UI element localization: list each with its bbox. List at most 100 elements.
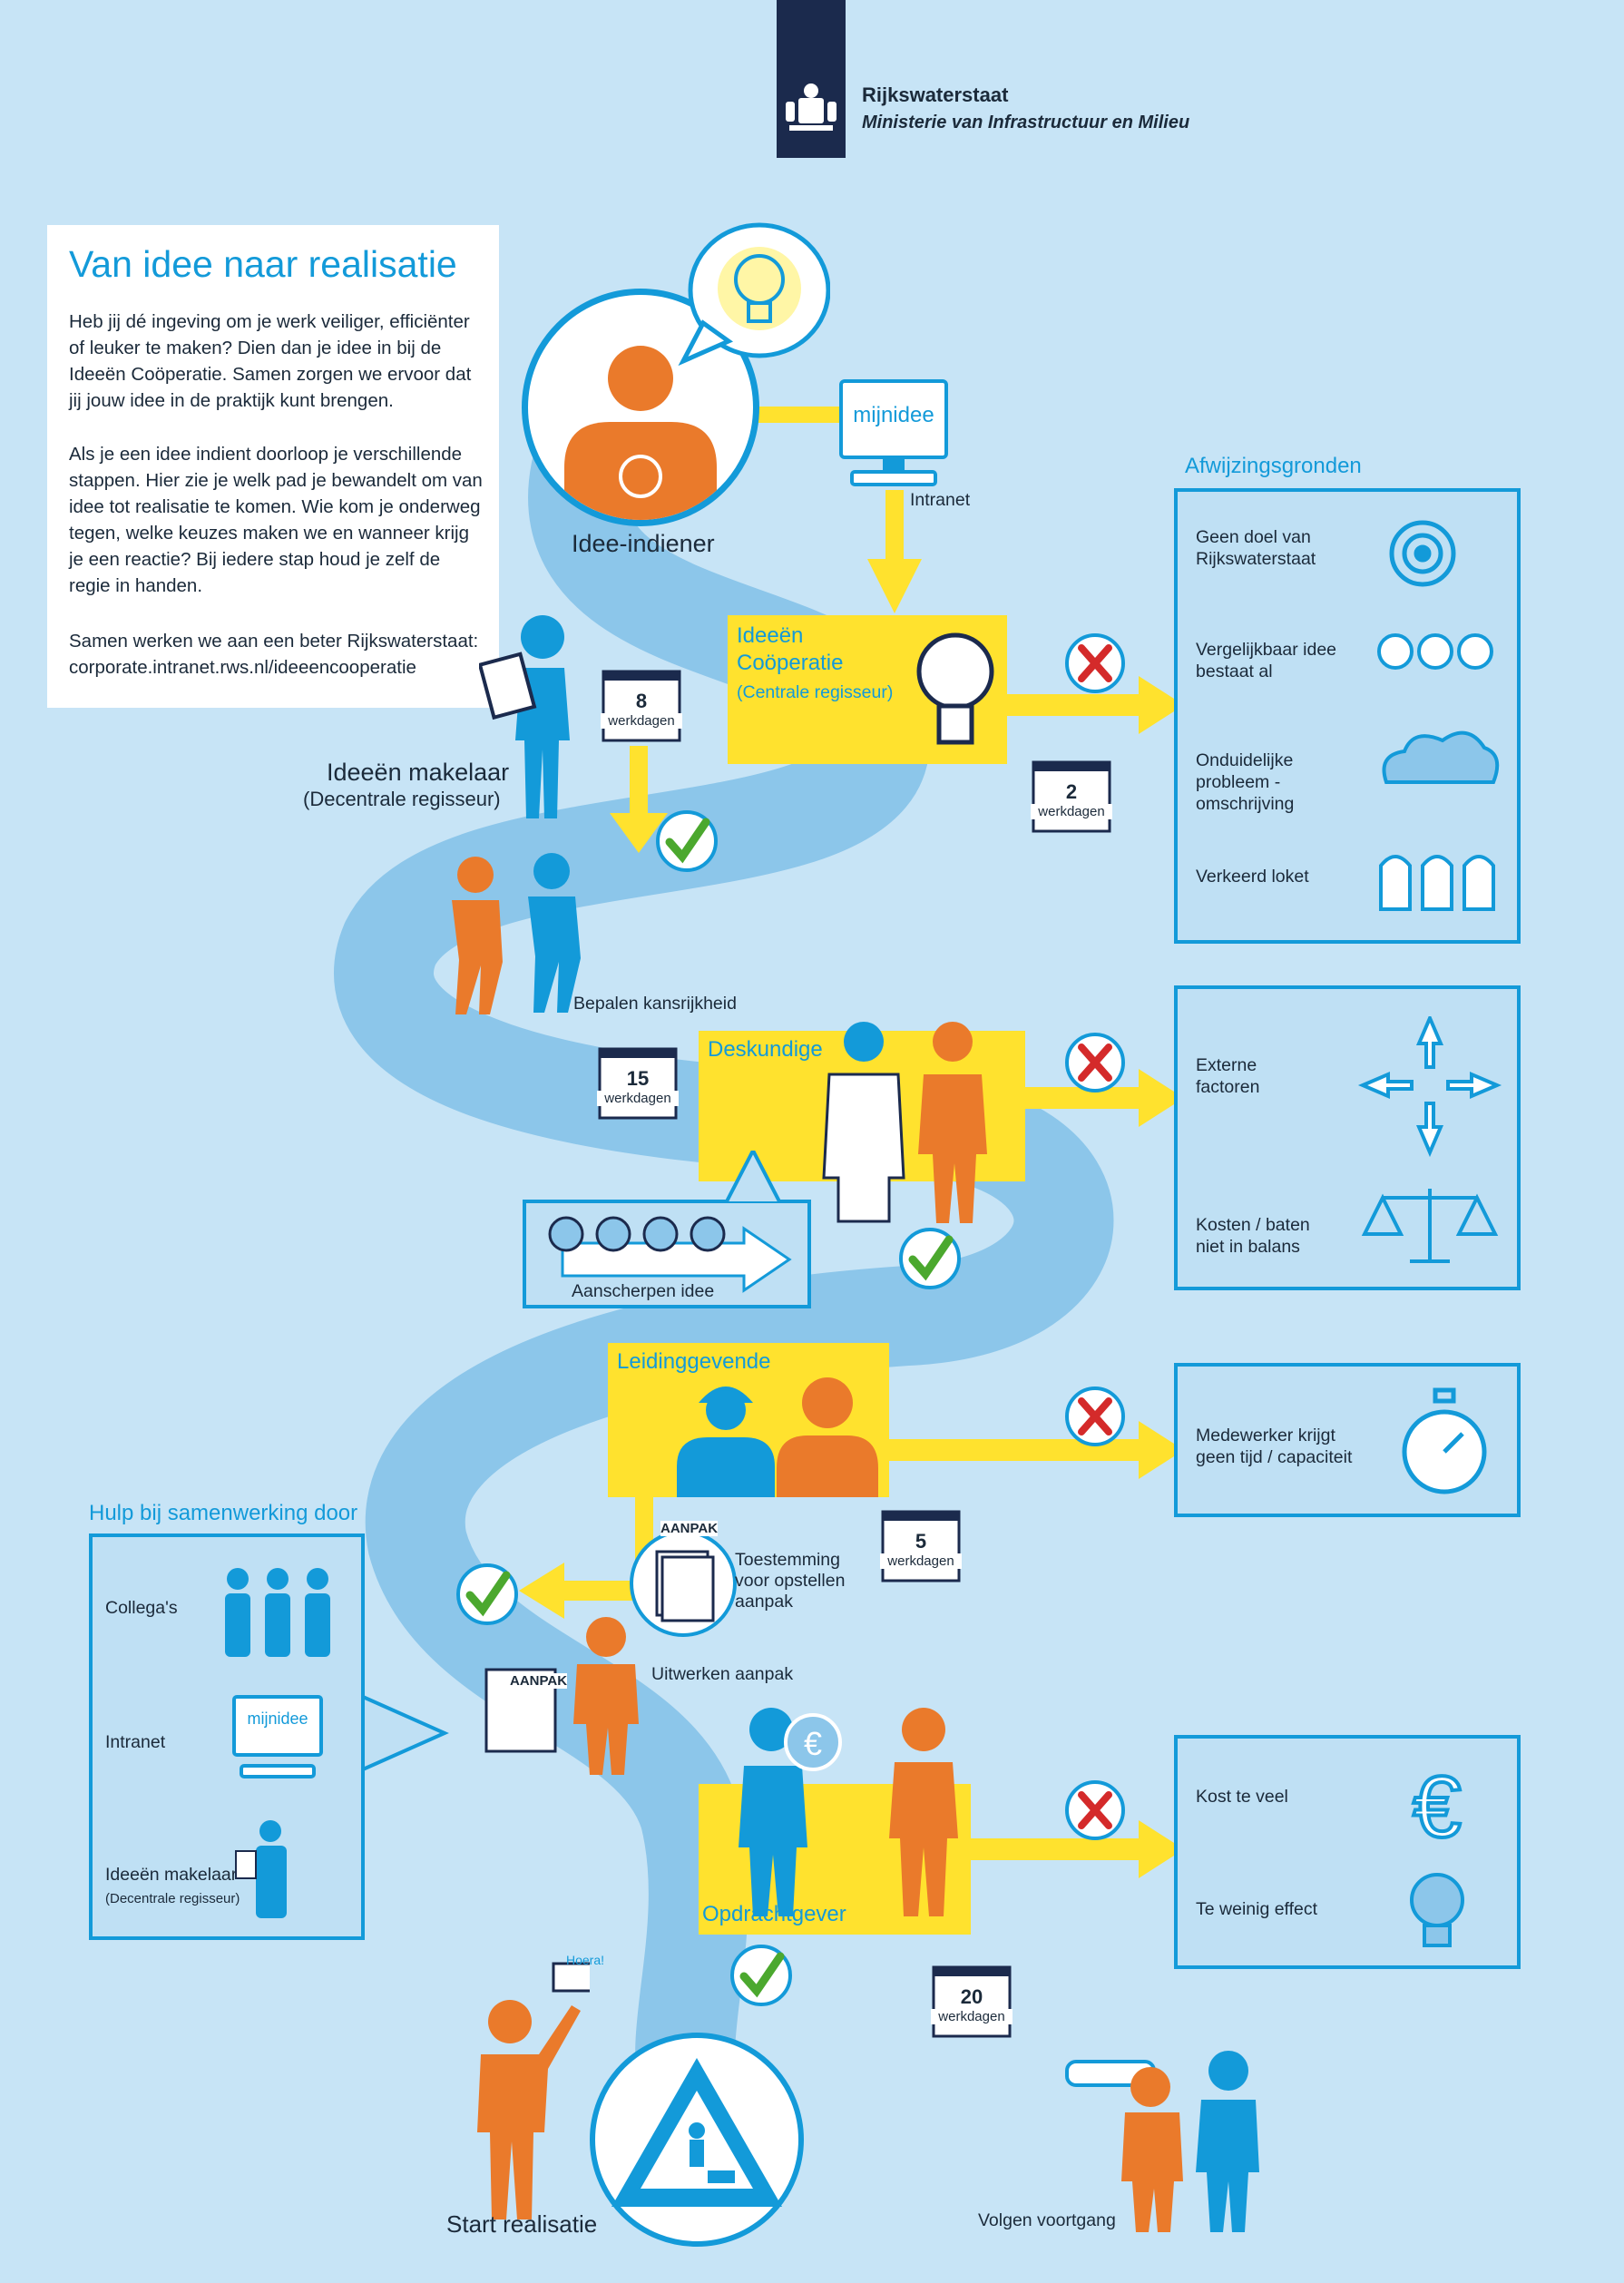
dim-lightbulb-icon bbox=[1410, 1873, 1464, 1947]
uitwerken-figures bbox=[483, 1615, 646, 1778]
leiding-afwijzing-panel: Medewerker krijgt geen tijd / capaciteit bbox=[1174, 1363, 1521, 1517]
calendar-icon-1: 8 werkdagen bbox=[601, 666, 682, 742]
opdrachtgever-title: Opdrachtgever bbox=[702, 1902, 846, 1926]
calendar-icon-3: 15 werkdagen bbox=[597, 1044, 679, 1120]
cloud-icon bbox=[1382, 730, 1500, 784]
idea-speech-bubble bbox=[676, 216, 831, 370]
clipboard-icon bbox=[477, 652, 537, 720]
afwijzing-item-3: Onduidelijke probleem - omschrijving bbox=[1196, 750, 1295, 814]
euro-icon: € bbox=[1413, 1759, 1461, 1856]
coat-of-arms-icon bbox=[786, 83, 836, 131]
mijnidee-label: mijnidee bbox=[853, 403, 934, 427]
opdrachtgever-figures: € bbox=[735, 1702, 971, 1920]
opdracht-reason-2: Te weinig effect bbox=[1196, 1899, 1318, 1919]
aanscherpen-label: Aanscherpen idee bbox=[572, 1281, 715, 1301]
check-icon bbox=[456, 1563, 518, 1625]
worker-icon bbox=[689, 2122, 735, 2183]
calendar-3-days: 15 bbox=[626, 1067, 650, 1090]
intro-title: Van idee naar realisatie bbox=[69, 243, 457, 285]
org-name: Rijkswaterstaat bbox=[862, 83, 1009, 106]
ideeen-cooperatie-title: Ideeën Coöperatie bbox=[737, 623, 844, 675]
deskundige-figures bbox=[817, 1018, 998, 1227]
afwijzing-panel: Geen doel van Rijkswaterstaat Vergelijkb… bbox=[1174, 488, 1521, 944]
calendar-5-unit: werkdagen bbox=[931, 2009, 1013, 2024]
toestemming-label: Toestemming voor opstellen aanpak bbox=[735, 1550, 846, 1612]
ideeen-makelaar-figure bbox=[477, 613, 588, 822]
lightbulb-icon bbox=[619, 455, 662, 498]
stopwatch-icon bbox=[1402, 1387, 1487, 1494]
scales-icon bbox=[1361, 1189, 1499, 1263]
check-icon bbox=[899, 1228, 961, 1289]
uitwerken-label: Uitwerken aanpak bbox=[651, 1664, 794, 1684]
svg-text:€: € bbox=[804, 1725, 822, 1762]
bubble-pointer bbox=[726, 1151, 780, 1203]
aanscherpen-idee-panel bbox=[523, 1200, 811, 1308]
cross-icon bbox=[1065, 633, 1125, 693]
kansrijkheid-figures bbox=[439, 853, 584, 1016]
calendar-4-unit: werkdagen bbox=[880, 1553, 962, 1569]
opdracht-reason-1: Kost te veel bbox=[1196, 1787, 1288, 1807]
afwijzing-item-2: Vergelijkbaar idee bestaat al bbox=[1196, 640, 1337, 681]
check-icon bbox=[656, 810, 718, 872]
aanpak-tag: AANPAK bbox=[660, 1521, 719, 1536]
leidinggevende-figures bbox=[671, 1367, 889, 1497]
afwijzing-item-1: Geen doel van Rijkswaterstaat bbox=[1196, 527, 1316, 569]
euro-coin-icon: € bbox=[784, 1713, 842, 1771]
intranet-label: Intranet bbox=[910, 490, 971, 510]
calendar-2-unit: werkdagen bbox=[1031, 804, 1112, 819]
lightbulb-icon bbox=[913, 628, 998, 755]
intro-paragraph-1: Heb jij dé ingeving om je werk veiliger,… bbox=[69, 311, 472, 411]
lightbulb-row-icon bbox=[548, 1216, 726, 1252]
header-logo-block bbox=[777, 0, 846, 158]
target-icon bbox=[1389, 520, 1456, 587]
colleagues-icon bbox=[225, 1568, 330, 1657]
calendar-1-unit: werkdagen bbox=[601, 713, 682, 729]
celebrating-person bbox=[454, 1951, 604, 2223]
hulp-item-makelaar-sub: (Decentrale regisseur) bbox=[105, 1891, 240, 1906]
ministry-name: Ministerie van Infrastructuur en Milieu bbox=[862, 113, 1190, 132]
hulp-item-makelaar: Ideeën makelaar bbox=[105, 1865, 238, 1885]
hoera-label: Hoera! bbox=[566, 1953, 605, 1967]
cross-icon bbox=[1065, 1780, 1125, 1840]
kansrijkheid-label: Bepalen kansrijkheid bbox=[573, 994, 737, 1014]
deskundige-reason-1: Externe factoren bbox=[1196, 1055, 1260, 1097]
calendar-5-days: 20 bbox=[960, 1985, 983, 2008]
afwijzing-title: Afwijzingsgronden bbox=[1185, 454, 1362, 478]
cross-icon bbox=[1065, 1386, 1125, 1446]
hulp-item-collegas: Collega's bbox=[105, 1598, 178, 1618]
afwijzing-item-4: Verkeerd loket bbox=[1196, 867, 1309, 887]
intranet-monitor bbox=[839, 379, 948, 490]
check-icon bbox=[730, 1945, 792, 2006]
start-realisatie-label: Start realisatie bbox=[446, 2210, 598, 2238]
makelaar-sub-label: (Decentrale regisseur) bbox=[303, 788, 501, 810]
counter-windows-icon bbox=[1379, 855, 1495, 911]
cross-icon bbox=[1065, 1033, 1125, 1093]
ideeen-cooperatie-sub: (Centrale regisseur) bbox=[737, 682, 894, 702]
calendar-3-unit: werkdagen bbox=[597, 1091, 679, 1106]
lightbulbs-icon bbox=[1377, 633, 1493, 670]
calendar-4-days: 5 bbox=[915, 1530, 927, 1553]
leidinggevende-title: Leidinggevende bbox=[617, 1349, 771, 1374]
deskundige-reason-2: Kosten / baten niet in balans bbox=[1196, 1215, 1310, 1257]
volgen-voortgang-label: Volgen voortgang bbox=[978, 2210, 1116, 2230]
hulp-title: Hulp bij samenwerking door bbox=[89, 1501, 358, 1525]
road-works-sign bbox=[590, 2033, 804, 2247]
idee-indiener-label: Idee-indiener bbox=[572, 530, 715, 557]
compress-arrows-icon bbox=[1357, 1016, 1502, 1158]
intro-paragraph-3: Samen werken we aan een beter Rijkswater… bbox=[69, 631, 479, 678]
calendar-icon-5: 20 werkdagen bbox=[931, 1962, 1013, 2038]
calendar-1-days: 8 bbox=[635, 690, 648, 712]
leiding-reason-1: Medewerker krijgt geen tijd / capaciteit bbox=[1196, 1426, 1353, 1467]
monitor-icon bbox=[232, 1695, 323, 1778]
hulp-item-intranet: Intranet bbox=[105, 1732, 166, 1752]
deskundige-afwijzing-panel: Externe factoren Kosten / baten niet in … bbox=[1174, 985, 1521, 1290]
hulp-mijnidee-label: mijnidee bbox=[247, 1710, 308, 1728]
intro-paragraph-2: Als je een idee indient doorloop je vers… bbox=[69, 444, 483, 596]
aanpak-tag-2: AANPAK bbox=[510, 1673, 568, 1689]
calendar-2-days: 2 bbox=[1065, 780, 1078, 803]
intro-box: Van idee naar realisatie Heb jij dé inge… bbox=[47, 225, 499, 708]
lightbulb-icon bbox=[734, 254, 785, 323]
makelaar-small-icon bbox=[235, 1820, 287, 1918]
volgen-voortgang-figures bbox=[1061, 2045, 1279, 2236]
opdracht-afwijzing-panel: Kost te veel Te weinig effect € bbox=[1174, 1735, 1521, 1969]
